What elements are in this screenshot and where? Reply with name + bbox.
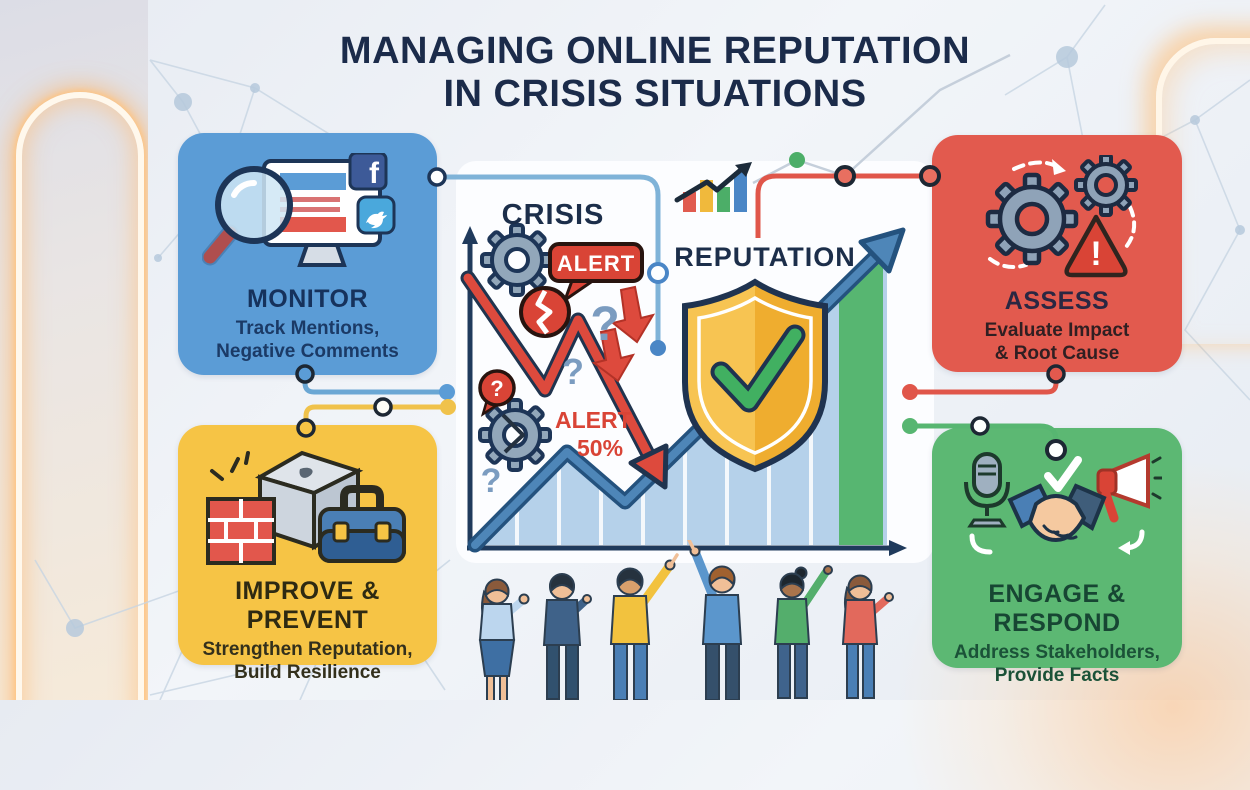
warning-exclamation-glyph: ! xyxy=(1090,235,1101,273)
monitoring-illustration: f xyxy=(201,153,395,267)
engage-respond-box: ENGAGE & RESPOND Address Stakeholders, P… xyxy=(932,428,1182,686)
gear-large-icon xyxy=(985,172,1079,266)
connector-monitor-bottom xyxy=(302,374,445,395)
audience-people xyxy=(478,540,894,700)
crisis-arrowhead xyxy=(628,443,669,490)
mini-growth-chart-icon xyxy=(674,162,752,212)
left-accent-strip xyxy=(0,0,148,700)
neon-frame-left xyxy=(16,92,144,700)
monitor-title: MONITOR xyxy=(246,285,369,313)
monitor-icon-wrap: f xyxy=(178,133,437,279)
page-title-line2: IN CRISIS SITUATIONS xyxy=(443,72,867,115)
growth-green-bar xyxy=(839,250,883,545)
engage-subtitle: Address Stakeholders, Provide Facts xyxy=(954,642,1160,687)
twitter-icon xyxy=(356,195,395,235)
gear-small-icon xyxy=(1074,155,1138,217)
assess-title: ASSESS xyxy=(1004,287,1110,315)
connector-assess-bottom xyxy=(912,374,1059,395)
crisis-reputation-chart: ALERT ? ? ? ? ALERT 50% CRISIS REPUTATIO… xyxy=(456,161,934,563)
improve-subtitle: Strengthen Reputation, Build Resilience xyxy=(202,639,413,684)
facebook-icon: f xyxy=(348,153,387,191)
person-woman-lightblue xyxy=(478,578,530,700)
alert-badge-label: ALERT xyxy=(557,251,635,276)
broken-circle-icon xyxy=(519,286,571,338)
engage-title: ENGAGE & RESPOND xyxy=(988,580,1126,637)
improve-title: IMPROVE & PREVENT xyxy=(235,577,380,634)
svg-text:f: f xyxy=(369,157,380,190)
assess-icon-wrap: ! xyxy=(932,135,1182,281)
gear-icon xyxy=(480,223,554,297)
question-mark-small: ? xyxy=(481,462,502,500)
question-mark-medium: ? xyxy=(562,351,584,392)
check-icon xyxy=(1044,456,1082,492)
person-man-navy xyxy=(542,573,592,700)
crisis-decline-line xyxy=(460,270,669,490)
warning-triangle-icon: ! xyxy=(1064,214,1128,278)
page-title-line1: MANAGING ONLINE REPUTATION xyxy=(339,30,971,72)
broken-gear-icon xyxy=(478,398,552,472)
green-checkmark-icon xyxy=(714,328,802,409)
alert-drop-label: ALERT xyxy=(555,407,632,433)
magnifier-icon xyxy=(201,166,293,266)
brick-wall-icon xyxy=(205,497,276,565)
question-bubble-glyph: ? xyxy=(490,376,503,401)
microphone-icon xyxy=(964,452,1010,528)
sparkle-icon xyxy=(209,451,250,481)
cycle-arrow-left-icon xyxy=(969,533,993,555)
question-mark-large: ? xyxy=(590,298,619,351)
decline-arrows-icon xyxy=(591,285,656,383)
recovery-arrowhead xyxy=(858,227,906,274)
alert-badge: ALERT xyxy=(548,242,644,304)
megaphone-icon xyxy=(1096,453,1162,523)
person-woman-green xyxy=(773,565,833,699)
monitor-box: f MONITOR Track Mentions, Negative Comme… xyxy=(178,133,437,375)
connector-improve-top xyxy=(303,404,446,428)
build-resilience-illustration xyxy=(205,450,406,565)
toolbox-icon xyxy=(317,485,406,563)
assess-box: ! ASSESS Evaluate Impact & Root Cause xyxy=(932,135,1182,372)
person-woman-coral xyxy=(841,574,894,699)
improve-icon-wrap xyxy=(178,425,437,571)
person-man-yellow xyxy=(609,553,679,700)
assessment-illustration: ! xyxy=(985,155,1138,278)
person-man-blue xyxy=(687,540,743,700)
connector-assess-to-chart xyxy=(755,173,930,238)
question-bubble-icon: ? xyxy=(478,369,516,417)
monitor-subtitle: Track Mentions, Negative Comments xyxy=(216,318,399,363)
connector-monitor-to-chart xyxy=(437,174,661,342)
shield-check-icon xyxy=(682,278,828,473)
improve-prevent-box: IMPROVE & PREVENT Strengthen Reputation,… xyxy=(178,425,437,683)
alert-drop-value: 50% xyxy=(577,435,623,461)
engage-icon-wrap xyxy=(932,428,1182,574)
reputation-label: REPUTATION xyxy=(674,242,856,272)
page-title: MANAGING ONLINE REPUTATION IN CRISIS SIT… xyxy=(285,30,1025,115)
assess-subtitle: Evaluate Impact & Root Cause xyxy=(984,320,1130,365)
engagement-illustration xyxy=(964,452,1162,555)
handshake-icon xyxy=(1007,483,1107,542)
crisis-label: CRISIS xyxy=(502,199,605,231)
flow-connectors xyxy=(295,53,1067,461)
green-node xyxy=(789,152,805,168)
